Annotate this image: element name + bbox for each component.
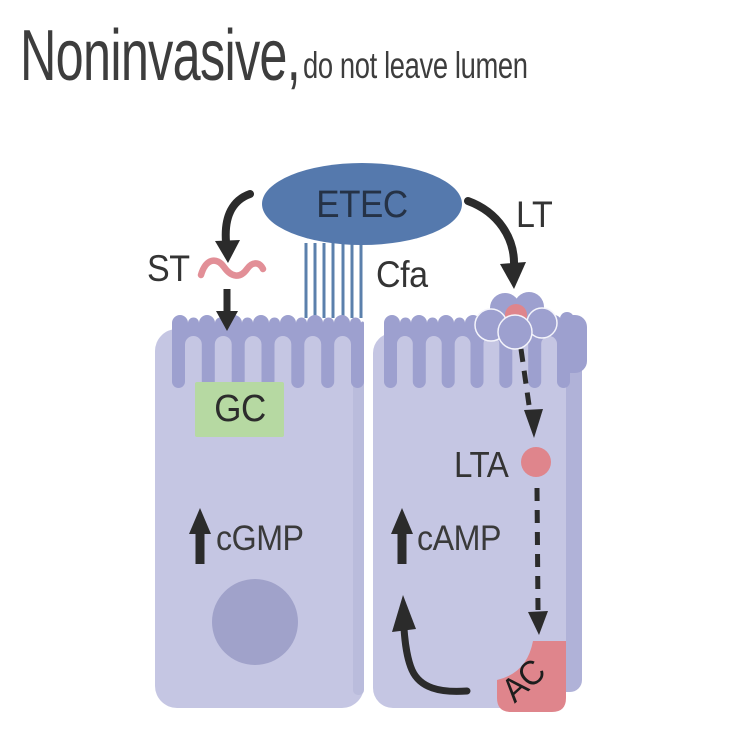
- lt-pathway: LT: [464, 194, 553, 289]
- lt-toxin-cluster: [474, 292, 558, 350]
- ac-enzyme-region: [497, 641, 566, 712]
- lt-delivery-arrow: [464, 197, 519, 270]
- st-delivery-arrow: [221, 190, 254, 246]
- page-title: Noninvasive,: [20, 16, 300, 96]
- fimbriae-lines: [304, 243, 363, 318]
- left-cell-microvilli-band: [172, 315, 364, 389]
- ac-enzyme: AC: [495, 641, 566, 712]
- st-delivery-arrowhead: [215, 240, 240, 263]
- cfa-label: Cfa: [376, 254, 428, 296]
- lta-molecule-dot: [521, 447, 551, 477]
- camp-feedback: [392, 595, 471, 695]
- lt-b-subunit: [497, 314, 533, 350]
- etec-bacterium: ETEC: [262, 163, 462, 245]
- lta-dashed-arrow-upper: [518, 348, 532, 406]
- nucleus: [212, 579, 298, 665]
- lta-dashed-arrowhead-upper: [524, 409, 543, 438]
- camp-indicator: cAMP: [391, 508, 501, 564]
- left-cell-edge-shade: [353, 350, 364, 695]
- st-label: ST: [147, 248, 190, 290]
- lt-delivery-arrowhead: [500, 262, 526, 289]
- st-toxin-squiggle: [197, 257, 267, 279]
- lt-label: LT: [516, 194, 552, 236]
- camp-label: cAMP: [417, 520, 501, 559]
- st-pathway: ST: [147, 190, 267, 331]
- camp-feedback-arrowhead: [392, 595, 416, 632]
- gc-receptor-box: [195, 382, 284, 437]
- lta-dashed-arrowhead-lower: [528, 611, 548, 635]
- cgmp-indicator: cGMP: [189, 508, 304, 564]
- gc-label: GC: [214, 387, 266, 430]
- page-subtitle: do not leave lumen: [303, 45, 528, 86]
- st-entry-arrowhead: [216, 311, 238, 331]
- right-cell-body: [373, 333, 566, 708]
- cgmp-up-arrowhead: [189, 508, 211, 534]
- bacterium-body: [262, 163, 462, 245]
- camp-up-arrowhead: [391, 508, 413, 534]
- epithelial-cells: GC: [155, 312, 587, 708]
- lt-internalization: [518, 348, 543, 438]
- etec-label: ETEC: [316, 183, 407, 226]
- camp-feedback-arrow: [400, 624, 471, 695]
- cgmp-label: cGMP: [216, 520, 304, 559]
- title-block: Noninvasive, do not leave lumen: [20, 16, 528, 96]
- lta-label: LTA: [454, 446, 509, 486]
- lta-transport: LTA: [454, 446, 551, 635]
